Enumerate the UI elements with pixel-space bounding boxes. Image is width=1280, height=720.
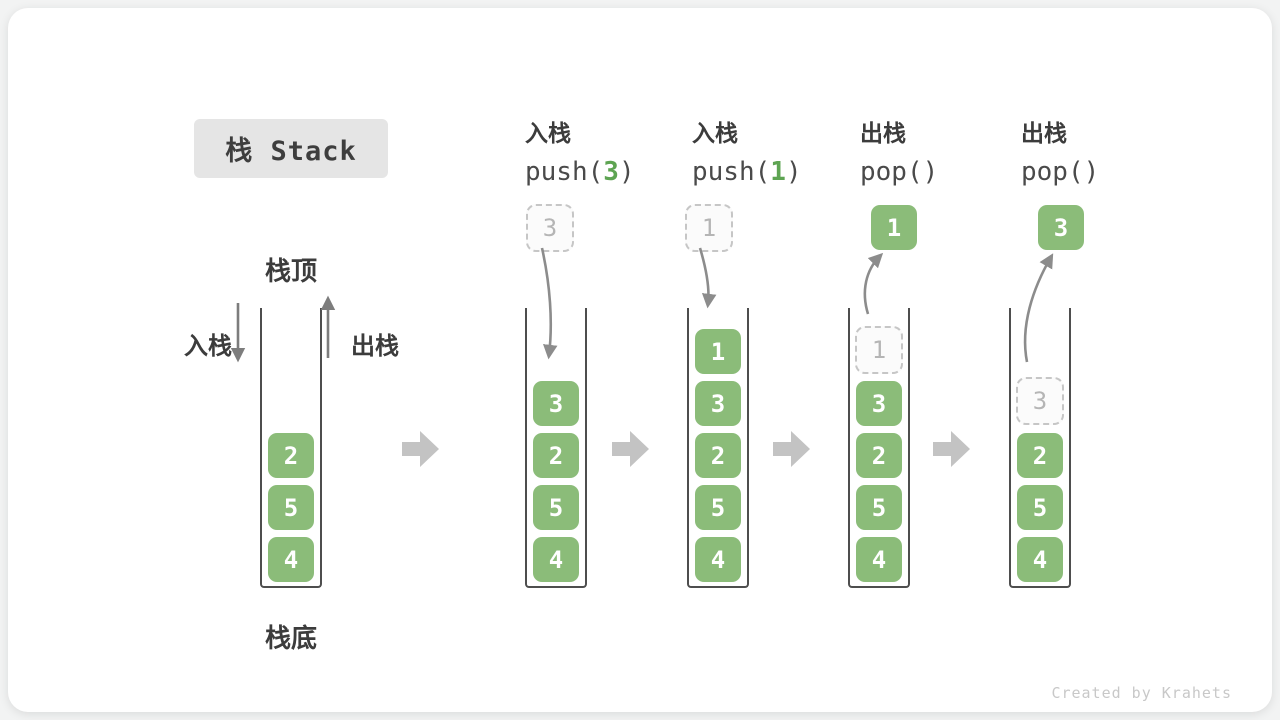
op-code-label: push(1) [692, 157, 802, 187]
stack-cell: 4 [695, 537, 741, 582]
stack-cell: 5 [533, 485, 579, 530]
stack-cell: 4 [1017, 537, 1063, 582]
op-code-label: pop() [860, 157, 939, 187]
watermark: Created by Krahets [1051, 684, 1232, 702]
stack-cell: 3 [695, 381, 741, 426]
stack-cell: 2 [856, 433, 902, 478]
incoming-ghost-cell: 3 [526, 204, 574, 252]
stack-cell: 5 [695, 485, 741, 530]
title-text: 栈 Stack [225, 136, 357, 167]
op-code-label: push(3) [525, 157, 635, 187]
popped-cell: 1 [871, 205, 917, 250]
stack-cell: 4 [533, 537, 579, 582]
op-code-label: pop() [1021, 157, 1100, 187]
popped-cell: 3 [1038, 205, 1084, 250]
next-state-arrow-icon [402, 431, 439, 467]
next-state-arrow-icon [933, 431, 970, 467]
stack-cell: 2 [1017, 433, 1063, 478]
stack-container-2 [525, 308, 587, 588]
stack-container-4 [848, 308, 910, 588]
stack-cell: 2 [695, 433, 741, 478]
stack-cell: 2 [268, 433, 314, 478]
stack-bottom-label: 栈底 [264, 623, 317, 653]
stack-cell: 2 [533, 433, 579, 478]
push-side-label: 入栈 [184, 333, 232, 360]
next-state-arrow-icon [773, 431, 810, 467]
push-arg: 1 [770, 157, 786, 187]
op-label-push1: 入栈 push(1) [692, 114, 802, 187]
pop-arrow-stack4 [863, 252, 884, 315]
op-cn-label: 出栈 [1021, 120, 1067, 146]
stack-container-1 [260, 308, 322, 588]
stack-container-3 [687, 308, 749, 588]
push-arg: 3 [603, 157, 619, 187]
stack-cell: 5 [1017, 485, 1063, 530]
stack-cell: 5 [268, 485, 314, 530]
push-arrow-stack3 [698, 247, 717, 309]
incoming-ghost-cell: 1 [685, 204, 733, 252]
op-cn-label: 入栈 [692, 120, 738, 146]
stack-container-5 [1009, 308, 1071, 588]
op-cn-label: 出栈 [860, 120, 906, 146]
stack-cell: 4 [268, 537, 314, 582]
next-state-arrow-icon [612, 431, 649, 467]
popped-ghost-slot: 3 [1016, 377, 1064, 425]
stack-cell: 1 [695, 329, 741, 374]
stack-cell: 4 [856, 537, 902, 582]
op-cn-label: 入栈 [525, 120, 571, 146]
diagram-card: 栈 Stack 入栈 push(3) 入栈 push(1) 出栈 pop() 出… [8, 8, 1272, 712]
op-label-pop2: 出栈 pop() [1021, 114, 1099, 187]
op-label-push3: 入栈 push(3) [525, 114, 635, 187]
pop-side-label: 出栈 [351, 333, 399, 360]
popped-ghost-slot: 1 [855, 326, 903, 374]
op-label-pop1: 出栈 pop() [860, 114, 938, 187]
stack-cell: 5 [856, 485, 902, 530]
title-badge: 栈 Stack [194, 119, 388, 178]
stack-cell: 3 [533, 381, 579, 426]
stack-cell: 3 [856, 381, 902, 426]
stack-top-label: 栈顶 [264, 256, 317, 286]
